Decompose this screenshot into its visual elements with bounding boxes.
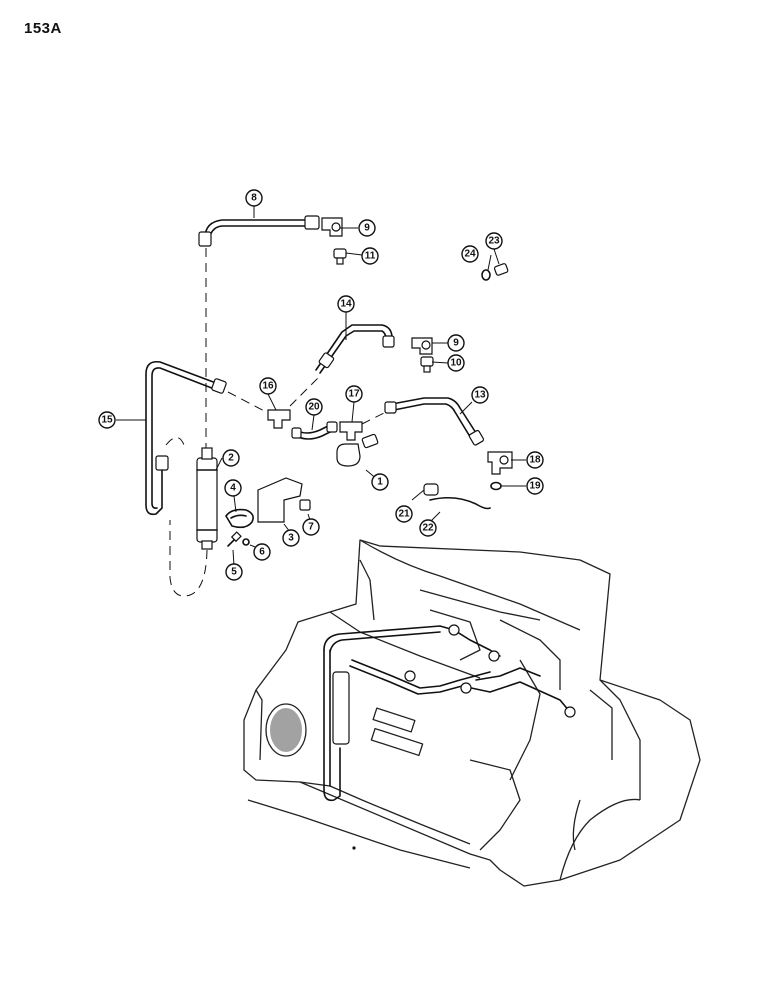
elbow-fitting-part-9-upper <box>321 217 343 237</box>
callout-1: 1 <box>371 473 389 491</box>
tube-part-8 <box>198 215 320 247</box>
tube-part-13 <box>384 397 485 446</box>
callout-6: 6 <box>253 543 271 561</box>
assembly-line-17-13 <box>361 407 395 425</box>
callout-10: 10 <box>447 354 465 372</box>
svg-text:24: 24 <box>464 249 476 260</box>
callout-19: 19 <box>526 477 544 495</box>
plug-part-21 <box>423 483 439 496</box>
callout-15: 15 <box>98 411 116 429</box>
transmission-housing <box>243 539 701 887</box>
callout-13: 13 <box>471 386 489 404</box>
svg-text:9: 9 <box>364 223 370 234</box>
callout-16: 16 <box>259 377 277 395</box>
callout-group <box>116 206 526 567</box>
elbow-fitting-part-18 <box>487 451 513 475</box>
fitting-part-11 <box>333 248 347 265</box>
svg-text:23: 23 <box>488 236 500 247</box>
oring-part-24 <box>481 269 491 281</box>
svg-text:8: 8 <box>251 193 257 204</box>
callout-9-middle: 9 <box>447 334 465 352</box>
svg-text:3: 3 <box>288 533 294 544</box>
clamp-part-4 <box>225 508 254 529</box>
callout-23: 23 <box>485 232 503 250</box>
svg-text:15: 15 <box>101 415 113 426</box>
page-title: 153A <box>24 20 62 37</box>
callout-22: 22 <box>419 519 437 537</box>
tube-part-20 <box>291 421 338 440</box>
filter-part-2 <box>196 447 218 550</box>
svg-text:17: 17 <box>348 389 360 400</box>
callout-5: 5 <box>225 563 243 581</box>
svg-text:14: 14 <box>340 299 352 310</box>
callout-9-upper: 9 <box>358 219 376 237</box>
wire-part-22 <box>429 496 491 510</box>
tee-fitting-part-17 <box>339 421 363 441</box>
washer-part-6 <box>242 538 250 546</box>
svg-text:16: 16 <box>262 381 274 392</box>
callout-18: 18 <box>526 451 544 469</box>
svg-text:10: 10 <box>450 358 462 369</box>
callout-20: 20 <box>305 398 323 416</box>
callout-7: 7 <box>302 518 320 536</box>
svg-text:2: 2 <box>228 453 234 464</box>
nut-part-7 <box>299 499 311 511</box>
oring-part-19 <box>490 481 502 491</box>
callout-3: 3 <box>282 529 300 547</box>
svg-text:4: 4 <box>230 483 236 494</box>
callout-2: 2 <box>222 449 240 467</box>
callout-4: 4 <box>224 479 242 497</box>
svg-text:1: 1 <box>377 477 383 488</box>
svg-text:18: 18 <box>529 455 541 466</box>
callout-24: 24 <box>461 245 479 263</box>
tube-part-14 <box>315 324 395 374</box>
callout-17: 17 <box>345 385 363 403</box>
svg-text:7: 7 <box>308 522 314 533</box>
fitting-part-23 <box>493 263 509 276</box>
bracket-part-3 <box>257 477 303 523</box>
svg-text:5: 5 <box>231 567 237 578</box>
tee-fitting-part-16 <box>267 409 291 429</box>
assembly-line-16-14 <box>289 377 319 407</box>
svg-text:21: 21 <box>398 509 410 520</box>
fitting-part-1 <box>336 433 379 467</box>
tube-part-15 <box>145 360 227 516</box>
callout-11: 11 <box>361 247 379 265</box>
callout-14: 14 <box>337 295 355 313</box>
svg-text:9: 9 <box>453 338 459 349</box>
elbow-fitting-part-9-middle <box>411 337 433 355</box>
svg-text:19: 19 <box>529 481 541 492</box>
svg-text:20: 20 <box>308 402 320 413</box>
callout-8: 8 <box>245 189 263 207</box>
assembly-line-15-16 <box>227 391 271 415</box>
assembly-line-filter-loop <box>169 520 208 597</box>
svg-text:11: 11 <box>365 251 376 262</box>
svg-text:22: 22 <box>422 523 434 534</box>
fitting-part-10 <box>420 356 434 373</box>
bolt-part-5 <box>227 531 242 547</box>
svg-text:6: 6 <box>259 547 265 558</box>
callout-21: 21 <box>395 505 413 523</box>
svg-text:13: 13 <box>474 390 486 401</box>
